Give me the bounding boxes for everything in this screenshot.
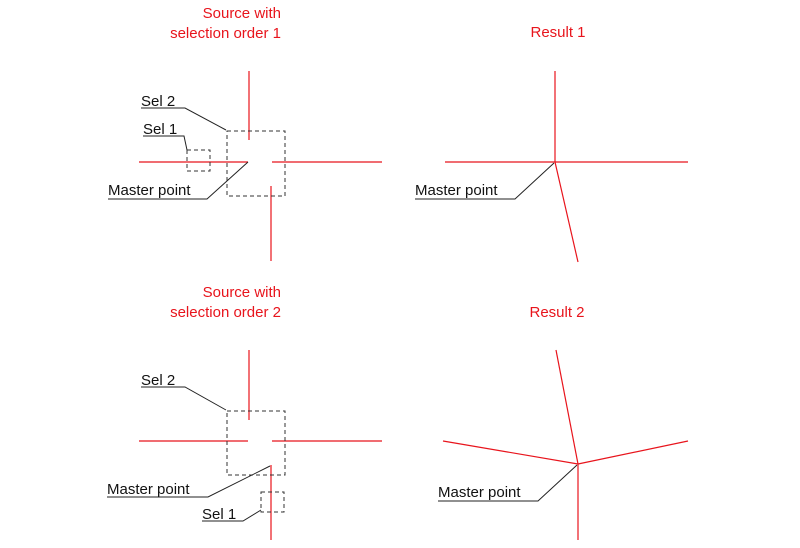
source2-sel1-box <box>260 491 285 513</box>
source1-sel2-label: Sel 2 <box>141 93 175 110</box>
result2-title: Result 2 <box>529 304 584 321</box>
source2-sel2-box <box>226 410 286 476</box>
source1-sel1-leader <box>143 135 188 151</box>
panel-source-2: Source with selection order 2 Sel 2 Mast… <box>107 284 382 540</box>
source2-title-line1: Source with <box>203 284 281 301</box>
result1-title: Result 1 <box>530 24 585 41</box>
source1-sel1-box <box>186 149 211 172</box>
result1-master-label: Master point <box>415 182 498 199</box>
source2-master-leader <box>107 465 271 498</box>
source2-title-line2: selection order 2 <box>170 304 281 321</box>
result2-master-label: Master point <box>438 484 521 501</box>
panel-source-1: Source with selection order 1 Sel 2 Sel … <box>108 5 382 261</box>
panel-result-2: Result 2 Master point <box>438 304 689 540</box>
source1-sel1-label: Sel 1 <box>143 121 177 138</box>
source2-sel1-label: Sel 1 <box>202 506 236 523</box>
source1-master-leader <box>108 161 249 200</box>
result2-line-right <box>577 440 689 465</box>
result2-line-top <box>555 349 579 465</box>
source1-sel2-box <box>226 130 286 197</box>
result1-line-bottom <box>554 161 579 263</box>
result2-master-leader <box>438 464 578 502</box>
source1-sel2-leader <box>141 107 227 131</box>
source1-master-label: Master point <box>108 182 191 199</box>
source1-title-line1: Source with <box>203 5 281 22</box>
result2-line-left <box>442 440 579 465</box>
result1-master-leader <box>415 162 555 200</box>
source1-title-line2: selection order 1 <box>170 25 281 42</box>
source2-sel1-leader <box>202 509 262 522</box>
source2-sel2-label: Sel 2 <box>141 372 175 389</box>
panel-result-1: Result 1 Master point <box>415 24 688 263</box>
source2-master-label: Master point <box>107 481 190 498</box>
source2-sel2-leader <box>141 386 227 411</box>
